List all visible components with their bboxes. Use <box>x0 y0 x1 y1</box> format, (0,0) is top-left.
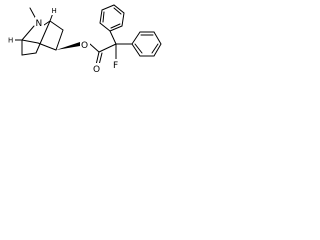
right-phenyl-ring <box>131 31 162 57</box>
bridgehead-h-right-label: H <box>52 7 57 15</box>
molecule-structure-diagram: N H H O O F <box>8 4 162 75</box>
quaternary-carbon <box>109 30 133 61</box>
upper-phenyl-inner-bond-1 <box>102 11 105 23</box>
carbonyl-quaternary-c-bond <box>98 43 117 53</box>
atom-labels: N H H O O F <box>8 6 121 75</box>
c5-c4-bond <box>49 20 64 31</box>
right-phenyl-inner-bond-3 <box>134 43 143 54</box>
right-phenyl-hexagon <box>131 31 162 57</box>
n-c1-bond <box>21 25 35 41</box>
right-phenyl-inner-bond-2 <box>151 43 159 54</box>
c1-c2-bond <box>21 39 39 44</box>
nitrogen-label: N <box>36 19 43 29</box>
o-carbonyl-c-bond <box>89 43 100 53</box>
upper-phenyl-inner-bond-3 <box>110 23 121 29</box>
c-upper-phenyl-bond <box>109 30 117 45</box>
c6-c5-bond <box>35 20 51 54</box>
carbonyl-oxygen-label: O <box>93 65 100 75</box>
c3-o-wedge-bond <box>56 42 80 50</box>
upper-phenyl-ring <box>99 4 125 32</box>
ester-oxygen-label: O <box>81 41 88 51</box>
tropane-skeleton <box>13 7 64 56</box>
carbonyl-double-bond-1 <box>95 51 100 66</box>
upper-phenyl-inner-bond-2 <box>113 7 122 15</box>
n-c5-bond <box>43 20 51 26</box>
upper-phenyl-hexagon <box>99 4 125 32</box>
bridgehead-h-left-label: H <box>8 37 13 45</box>
fluorine-label: F <box>113 61 118 71</box>
c7-c6-bond <box>21 52 37 56</box>
c2-c3-bond <box>37 42 57 51</box>
c4-c3-bond <box>55 29 64 51</box>
